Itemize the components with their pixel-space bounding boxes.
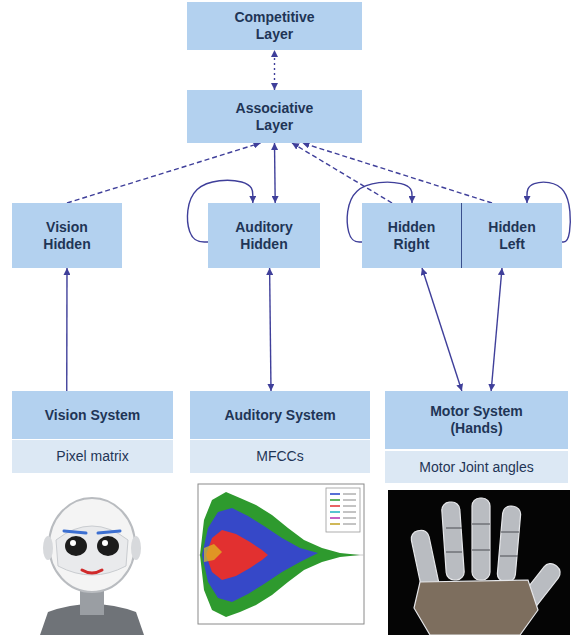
input-box: Pixel matrix xyxy=(12,440,173,473)
system-box: Auditory System xyxy=(190,391,370,439)
hidden-layer-box: Auditory Hidden xyxy=(208,203,320,268)
hidden-layer-box: Hidden Left xyxy=(462,203,562,268)
mfcc-plot-picture xyxy=(190,478,370,633)
node-label: Vision Hidden xyxy=(27,219,107,253)
input-box: MFCCs xyxy=(190,440,370,473)
robot-hand-picture xyxy=(388,490,570,635)
node-label: Pixel matrix xyxy=(56,448,128,465)
system-box: Vision System xyxy=(12,391,173,439)
connection-arrow xyxy=(491,268,502,391)
connection-arrow xyxy=(270,268,271,391)
node-label: Motor Joint angles xyxy=(419,459,533,476)
connection-arrow xyxy=(292,143,392,203)
connection-arrow xyxy=(303,143,493,203)
node-label: Competitive Layer xyxy=(220,9,330,43)
hidden-layer-box: Vision Hidden xyxy=(12,203,122,268)
layer-box: Associative Layer xyxy=(187,90,362,143)
robot-head-picture xyxy=(12,478,173,635)
node-label: MFCCs xyxy=(256,448,303,465)
layer-box: Competitive Layer xyxy=(187,2,362,50)
connection-arrow xyxy=(274,143,276,203)
hidden-layer-box: Hidden Right xyxy=(362,203,462,268)
node-label: Auditory System xyxy=(224,407,335,424)
node-label: Motor System (Hands) xyxy=(414,403,539,437)
connection-arrow xyxy=(67,143,261,203)
connection-arrow xyxy=(66,268,68,391)
system-box: Motor System (Hands) xyxy=(385,391,568,449)
node-label: Vision System xyxy=(45,407,140,424)
input-box: Motor Joint angles xyxy=(385,451,568,483)
node-label: Hidden Right xyxy=(377,219,447,253)
connection-arrow xyxy=(274,50,275,90)
node-label: Auditory Hidden xyxy=(224,219,304,253)
node-label: Associative Layer xyxy=(220,100,330,134)
connection-arrow xyxy=(422,268,462,391)
node-label: Hidden Left xyxy=(477,219,547,253)
